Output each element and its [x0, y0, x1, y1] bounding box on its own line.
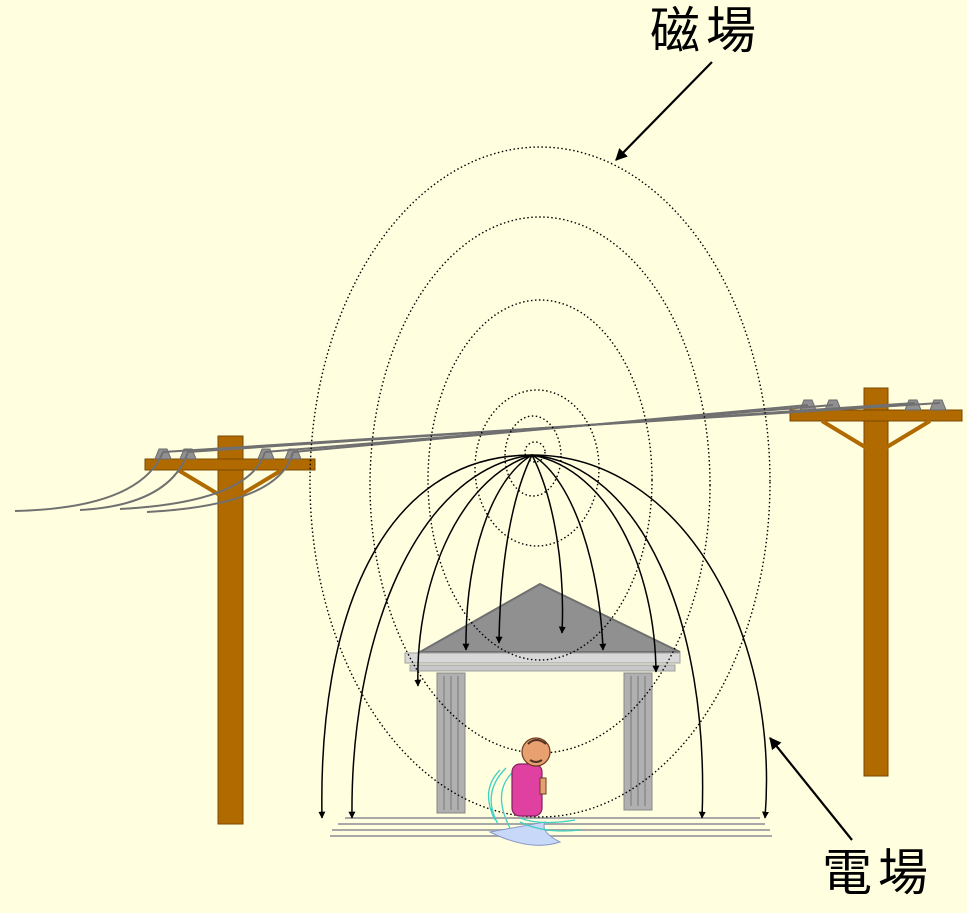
electric-field-label: 電場 [822, 844, 934, 902]
magnetic-field-label: 磁場 [650, 2, 762, 60]
power-lines [14, 402, 941, 513]
magnetic-field-lines [309, 146, 771, 818]
person-figure [488, 737, 581, 846]
electric-field-pointer [769, 737, 853, 841]
magnetic-field-pointer [615, 61, 713, 161]
utility-pole-right [789, 387, 963, 777]
electric-field-lines [318, 454, 769, 819]
utility-pole-left [144, 435, 316, 825]
ground-platform [330, 817, 772, 837]
building-icon [404, 582, 681, 814]
